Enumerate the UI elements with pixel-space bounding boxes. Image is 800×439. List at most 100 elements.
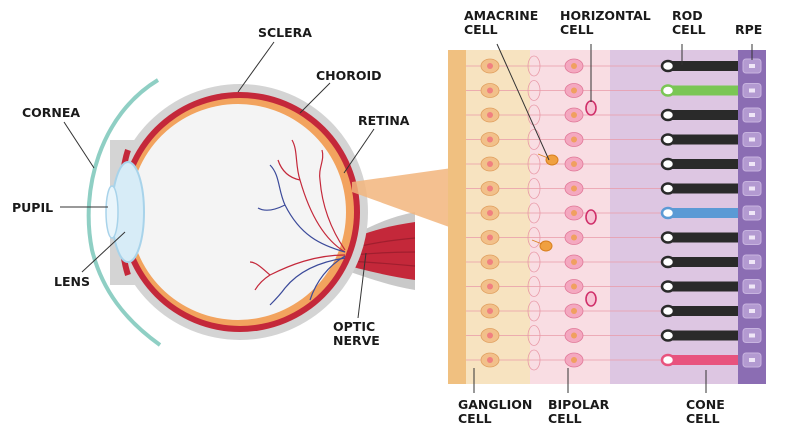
label-rpe: RPE: [735, 22, 763, 37]
label-optic-nerve: OPTIC NERVE: [333, 320, 380, 348]
photoreceptor-nucleus: [660, 108, 676, 122]
photoreceptor-nucleus: [660, 157, 676, 171]
label-amacrine-line1: AMACRINE: [464, 8, 539, 23]
ganglion-nucleus: [487, 185, 493, 192]
bipolar-dendrite: [527, 251, 541, 273]
bipolar-dendrite: [527, 202, 541, 224]
photoreceptor-outer-segment: [668, 281, 738, 292]
rpe-nucleus: [749, 358, 755, 362]
bipolar-nucleus: [571, 332, 577, 339]
photoreceptor-nucleus: [660, 59, 676, 73]
blood-vessels: [249, 139, 346, 306]
vitreous: [130, 104, 346, 320]
photoreceptor-outer-segment: [668, 306, 738, 316]
ganglion-nucleus: [487, 332, 493, 339]
bipolar-nucleus: [571, 63, 577, 69]
photoreceptor-nucleus: [660, 304, 676, 318]
photoreceptor-outer-segment: [668, 183, 738, 194]
label-nerve-line2: NERVE: [333, 333, 380, 348]
photoreceptor-outer-segment: [668, 85, 738, 96]
label-ganglion-line2: CELL: [458, 411, 492, 426]
label-cone-line2: CELL: [686, 411, 720, 426]
bipolar-nucleus: [571, 357, 577, 363]
rpe-nucleus: [749, 235, 755, 240]
rpe-nucleus: [749, 113, 755, 117]
bipolar-dendrite: [527, 178, 541, 199]
label-cornea: CORNEA: [22, 105, 81, 120]
retina-zoom-panel: [448, 50, 766, 384]
rpe-nucleus: [749, 64, 755, 68]
label-ganglion-cell: GANGLION CELL: [458, 398, 532, 426]
bipolar-nucleus: [571, 308, 577, 314]
ganglion-nucleus: [487, 87, 493, 94]
photoreceptor-outer-segment: [668, 110, 738, 120]
horizontal-cell: [585, 209, 597, 225]
photoreceptor-nucleus: [660, 84, 676, 97]
label-pupil: PUPIL: [12, 200, 54, 215]
bipolar-nucleus: [571, 87, 577, 94]
rpe-nucleus: [749, 260, 755, 264]
label-lens: LENS: [54, 274, 90, 289]
rpe-nucleus: [749, 162, 755, 166]
label-rod-line2: CELL: [672, 22, 706, 37]
bipolar-nucleus: [571, 161, 577, 167]
horizontal-cell: [585, 291, 597, 307]
photoreceptor-outer-segment: [668, 355, 738, 365]
photoreceptor-nucleus: [660, 133, 676, 146]
magnification-wedge: [352, 168, 452, 228]
photoreceptor-outer-segment: [668, 159, 738, 169]
rpe-nucleus: [749, 284, 755, 289]
label-cone-cell: CONE CELL: [686, 398, 725, 426]
rpe-nucleus: [749, 186, 755, 191]
ganglion-layer: [466, 50, 530, 384]
label-choroid: CHOROID: [316, 68, 382, 83]
cornea: [86, 78, 162, 347]
ganglion-nucleus: [487, 210, 493, 216]
rpe-nucleus: [749, 333, 755, 338]
photoreceptor-outer-segment: [668, 134, 738, 145]
photoreceptor-nucleus: [660, 182, 676, 195]
horizontal-cell: [585, 100, 597, 116]
rpe-nucleus: [749, 309, 755, 313]
rpe-nucleus: [749, 88, 755, 93]
ganglion-nucleus: [487, 283, 493, 290]
ganglion-nucleus: [487, 63, 493, 69]
label-bipolar-line2: CELL: [548, 411, 582, 426]
eyeball: [86, 78, 416, 347]
photoreceptor-nucleus: [660, 255, 676, 269]
bipolar-dendrite: [527, 55, 541, 77]
rpe-nucleus: [749, 211, 755, 215]
label-horizontal-cell: HORIZONTAL CELL: [560, 9, 651, 37]
label-horizontal-line2: CELL: [560, 22, 594, 37]
bipolar-nucleus: [571, 259, 577, 265]
bipolar-dendrite: [527, 325, 541, 346]
amacrine-cell: [539, 240, 553, 252]
bipolar-nucleus: [571, 112, 577, 118]
label-rod-cell: ROD CELL: [672, 9, 706, 37]
label-retina: RETINA: [358, 113, 410, 128]
label-amacrine-cell: AMACRINE CELL: [464, 9, 538, 37]
label-rod-line1: ROD: [672, 8, 703, 23]
bipolar-nucleus: [571, 210, 577, 216]
photoreceptor-outer-segment: [668, 232, 738, 243]
bipolar-dendrite: [527, 153, 541, 175]
bipolar-nucleus: [571, 185, 577, 192]
ganglion-nucleus: [487, 112, 493, 118]
bipolar-dendrite: [527, 227, 541, 248]
photoreceptor-outer-segment: [668, 330, 738, 341]
photoreceptor-nucleus: [660, 231, 676, 244]
bipolar-dendrite: [527, 300, 541, 322]
photoreceptor-nucleus: [660, 280, 676, 293]
amacrine-cell: [545, 154, 559, 166]
label-sclera: SCLERA: [258, 25, 312, 40]
label-horizontal-line1: HORIZONTAL: [560, 8, 651, 23]
bipolar-nucleus: [571, 234, 577, 241]
ganglion-nucleus: [487, 136, 493, 143]
ganglion-nucleus: [487, 308, 493, 314]
inner-limiting-layer: [448, 50, 466, 384]
bipolar-dendrite: [527, 349, 541, 371]
photoreceptor-nucleus: [660, 206, 676, 220]
bipolar-nucleus: [571, 283, 577, 290]
bipolar-nucleus: [571, 136, 577, 143]
